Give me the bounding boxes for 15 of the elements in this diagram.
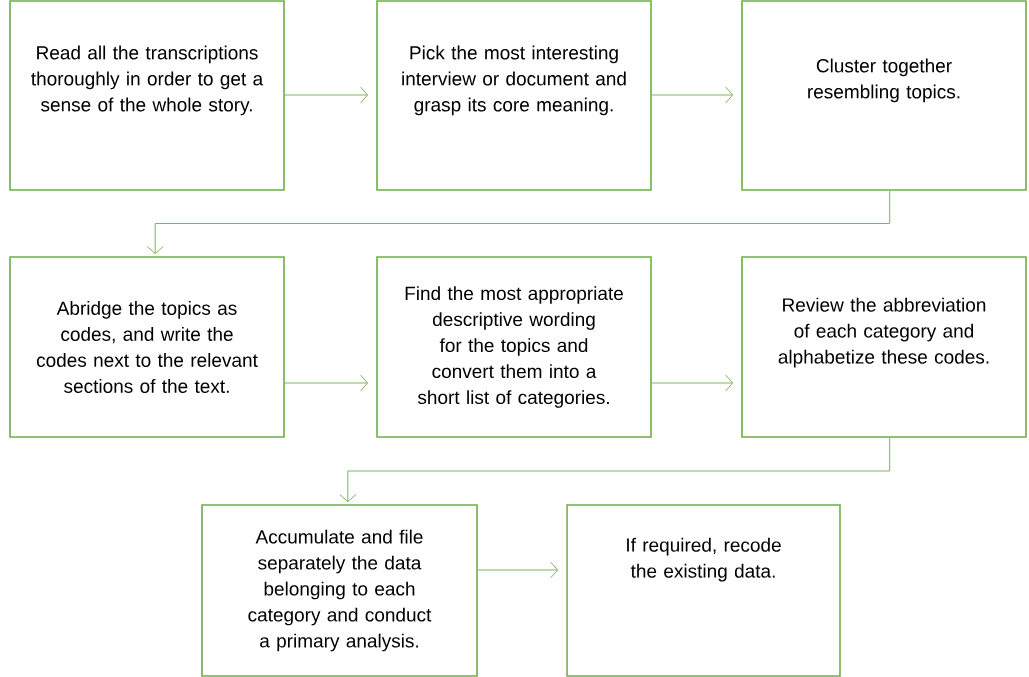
arrow: [146, 190, 891, 255]
arrow: [651, 86, 734, 104]
process-box: Cluster together resembling topics.: [741, 0, 1027, 191]
arrow: [284, 86, 369, 104]
arrow: [477, 561, 559, 579]
process-box: Review the abbreviation of each category and alphabetize these codes.: [741, 256, 1027, 438]
arrow: [284, 374, 369, 392]
process-box: Read all the transcriptions thoroughly in order to get a sense of the whole story.: [9, 0, 285, 191]
arrow: [651, 374, 734, 392]
process-box: Pick the most interesting interview or document and grasp its core meaning.: [376, 0, 652, 191]
process-box: If required, recode the existing data.: [566, 504, 841, 677]
arrow: [339, 437, 891, 503]
process-box: Accumulate and file separately the data belonging to each category and conduct a primary analysis.: [201, 504, 478, 677]
process-box: Abridge the topics as codes, and write the codes next to the relevant sections of the text.: [9, 256, 285, 438]
process-box: Find the most appropriate descriptive wording for the topics and convert them into a short list of categories.: [376, 256, 652, 438]
